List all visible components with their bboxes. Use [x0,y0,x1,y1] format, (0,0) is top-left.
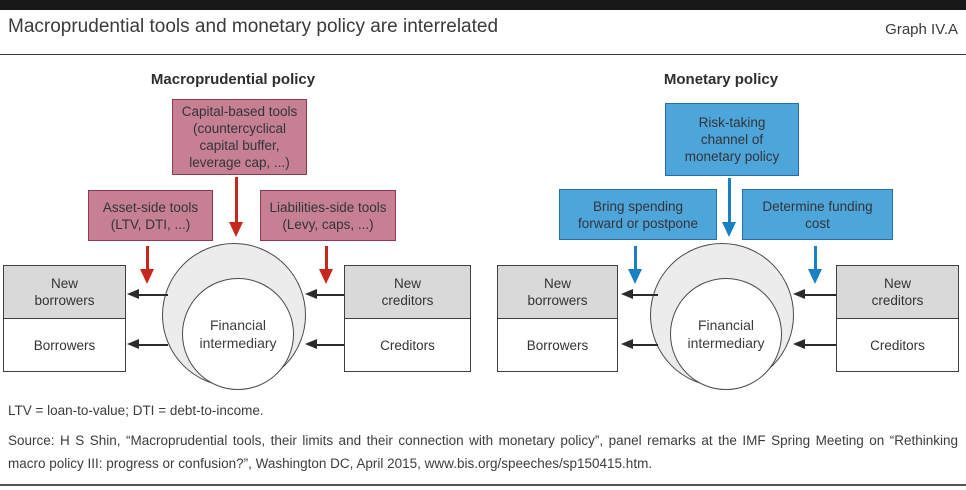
panel-title-monetary: Monetary policy [663,71,779,88]
flow-arrow-head [127,289,139,299]
figure-title: Macroprudential tools and monetary polic… [8,16,499,37]
flow-arrow-head [305,339,317,349]
flow-arrow-head [793,289,805,299]
creditors-box: Creditors [380,337,435,353]
blue-center-arrow-head [722,222,736,237]
red-center-arrow-head [229,222,243,237]
borrowers-box: Borrowers [33,337,96,353]
flow-arrow-head [127,339,139,349]
creditors-stack: New creditors Creditors [344,265,471,372]
graph-number-label: Graph IV.A [885,21,958,38]
creditors-stack: New creditors Creditors [836,265,959,372]
flow-arrow-head [621,289,633,299]
new-creditors-box: New creditors [837,266,958,319]
red-left-arrow-shaft [146,246,149,270]
red-right-arrow-shaft [325,246,328,270]
flow-arrow-shaft [632,344,658,346]
flow-arrow-head [793,339,805,349]
flow-arrow-shaft [138,344,168,346]
new-creditors-box: New creditors [345,266,470,319]
tool-box-risk-taking: Risk-taking channel of monetary policy [665,103,799,176]
intermediary-inner-circle: Financial intermediary [670,278,782,390]
flow-arrow-shaft [805,294,836,296]
definitions-footnote: LTV = loan-to-value; DTI = debt-to-incom… [8,403,264,418]
blue-left-arrow-shaft [634,246,637,270]
flow-arrow-shaft [138,294,168,296]
flow-arrow-head [305,289,317,299]
red-right-arrow-head [319,269,333,284]
blue-right-arrow-shaft [814,246,817,270]
flow-arrow-head [621,339,633,349]
tool-box-bring-spending: Bring spending forward or postpone [559,189,717,240]
intermediary-inner-circle: Financial intermediary [182,278,294,390]
title-divider-rule [0,54,966,55]
blue-right-arrow-head [808,269,822,284]
flow-arrow-shaft [317,294,344,296]
creditors-box: Creditors [870,337,925,353]
top-black-bar [0,0,966,10]
borrowers-stack: New borrowers Borrowers [497,265,618,372]
blue-left-arrow-head [628,269,642,284]
tool-box-funding-cost: Determine funding cost [742,189,893,240]
bottom-rule [0,484,966,486]
red-center-arrow-shaft [235,177,238,223]
panel-title-macroprudential: Macroprudential policy [150,71,316,88]
borrowers-box: Borrowers [526,337,589,353]
flow-arrow-shaft [805,344,836,346]
source-footnote: Source: H S Shin, “Macroprudential tools… [8,433,958,471]
tool-box-capital-based: Capital-based tools (countercyclical cap… [172,99,307,175]
borrowers-stack: New borrowers Borrowers [3,265,126,372]
new-borrowers-box: New borrowers [4,266,125,319]
flow-arrow-shaft [632,294,658,296]
tool-box-liabilities-side: Liabilities-side tools (Levy, caps, ...) [260,190,396,241]
tool-box-asset-side: Asset-side tools (LTV, DTI, ...) [88,190,213,241]
flow-arrow-shaft [317,344,344,346]
blue-center-arrow-shaft [728,178,731,223]
red-left-arrow-head [140,269,154,284]
new-borrowers-box: New borrowers [498,266,617,319]
